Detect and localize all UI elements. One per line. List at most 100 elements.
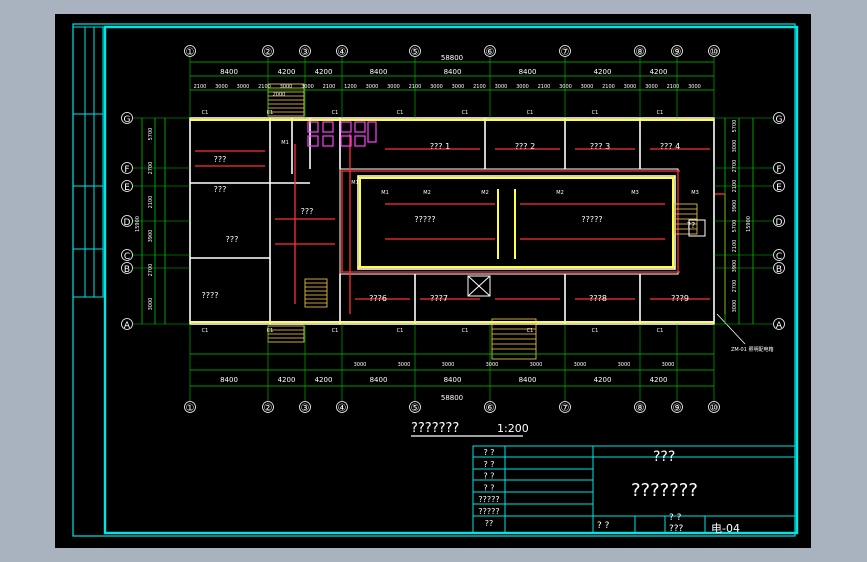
room-label: ??? — [301, 207, 314, 216]
room-label: ???6 — [369, 294, 387, 303]
grid-label-col: ⑧ — [636, 403, 645, 414]
title-block-row-label: ?? — [485, 519, 494, 528]
room-label: ??? 2 — [515, 142, 535, 151]
grid-bubble-col-1 — [184, 45, 196, 57]
dim-stair: 2000 — [273, 92, 286, 98]
dim-bottom-bay: 4200 — [594, 376, 612, 384]
dim-bottom-bay: 8400 — [370, 376, 388, 384]
grid-bubble-col-3 — [299, 401, 311, 413]
room-label: ????? — [581, 215, 602, 224]
dim-window-bottom: 3000 — [662, 362, 675, 368]
leader-line — [716, 313, 746, 345]
distribution-box — [688, 219, 706, 237]
dim-window-top: 3000 — [581, 84, 594, 90]
dim-window-top: 3000 — [559, 84, 572, 90]
grid-bubble-col-9 — [671, 401, 683, 413]
dim-right: 5700 — [732, 120, 738, 133]
grid-label-row: G — [124, 115, 131, 125]
window-tag: C1 — [462, 328, 469, 334]
grid-label-row: D — [776, 218, 783, 228]
grid-label-col: ⑤ — [411, 403, 420, 414]
grid-label-col: ③ — [301, 47, 310, 58]
drawing-scale: 1:200 — [497, 422, 529, 435]
dim-window-bottom: 3000 — [574, 362, 587, 368]
grid-bubble-col-10 — [708, 401, 720, 413]
grid-bubble-row-C — [773, 249, 785, 261]
dim-left: 2700 — [148, 162, 154, 175]
dim-left: 5700 — [148, 128, 154, 141]
grid-label-row: C — [124, 252, 130, 262]
grid-label-row: E — [776, 183, 782, 193]
grid-bubble-row-F — [773, 162, 785, 174]
dim-left: 2700 — [148, 264, 154, 277]
dim-window-top: 3000 — [645, 84, 658, 90]
grid-bubble-row-A — [121, 318, 133, 330]
dim-window-top: 3000 — [495, 84, 508, 90]
door-tag: M2 — [556, 190, 564, 196]
door-tag: M1 — [351, 180, 359, 186]
grid-bubble-row-G — [773, 112, 785, 124]
window-tag: C1 — [397, 110, 404, 116]
window-tag: C1 — [202, 110, 209, 116]
dim-window-top: 1200 — [344, 84, 357, 90]
room-label: ??? 3 — [590, 142, 610, 151]
dim-window-top: 3000 — [301, 84, 314, 90]
title-block-row-label: ? ? — [483, 483, 494, 492]
grid-label-col: ⑤ — [411, 47, 420, 58]
walls — [189, 117, 715, 325]
title-block-row-label: ? ? — [483, 448, 494, 457]
dimension-lines — [141, 61, 754, 387]
dim-top-bay: 8400 — [444, 68, 462, 76]
grid-bubble-col-8 — [634, 45, 646, 57]
dim-window-bottom: 3000 — [486, 362, 499, 368]
dim-right: 2100 — [732, 240, 738, 253]
dim-bottom-bay: 4200 — [278, 376, 296, 384]
fixtures — [190, 119, 714, 323]
grid-bubble-col-1 — [184, 401, 196, 413]
grid-label-row: D — [124, 218, 131, 228]
dim-right: 2700 — [732, 280, 738, 293]
grid-label-col: ① — [186, 403, 195, 414]
grid-bubble-row-D — [773, 215, 785, 227]
dim-top-bay: 8400 — [220, 68, 238, 76]
dim-bottom-bay: 8400 — [220, 376, 238, 384]
dim-bottom-bay: 8400 — [519, 376, 537, 384]
dim-overall-bottom: 58800 — [441, 394, 463, 402]
window-tag: C1 — [657, 110, 664, 116]
grid-bubble-col-6 — [484, 45, 496, 57]
title-block-row-label: ? ? — [483, 460, 494, 469]
dim-overall-top: 58800 — [441, 54, 463, 62]
grid-bubble-col-2 — [262, 45, 274, 57]
grid-bubble-row-F — [121, 162, 133, 174]
dim-left: 2100 — [148, 196, 154, 209]
dim-right: 2100 — [732, 180, 738, 193]
title-block-left-column: ? ?? ?? ?? ????????????? — [478, 448, 499, 528]
dim-top-bay: 8400 — [519, 68, 537, 76]
dim-total-depth-left: 15900 — [135, 216, 141, 232]
grid-bubble-row-E — [121, 180, 133, 192]
grid-label-col: ⑨ — [673, 403, 682, 414]
window-tag: C1 — [202, 328, 209, 334]
grid-label-col: ⑩ — [710, 403, 719, 414]
distribution-box-note: ZM-01 照明配电箱 — [731, 346, 774, 353]
dim-window-top: 2100 — [258, 84, 271, 90]
grid-label-row: E — [124, 183, 130, 193]
title-block-row-label: ? ? — [483, 472, 494, 481]
room-label: ???7 — [430, 294, 448, 303]
dim-window-top: 2100 — [323, 84, 336, 90]
grid-label-col: ⑩ — [710, 47, 719, 58]
dim-window-top: 2100 — [667, 84, 680, 90]
grid-bubble-col-3 — [299, 45, 311, 57]
door-tag: M1 — [281, 140, 289, 146]
dim-bottom-bay: 4200 — [650, 376, 668, 384]
window-tag: C1 — [592, 328, 599, 334]
dim-window-top: 3000 — [215, 84, 228, 90]
grid-bubble-row-E — [773, 180, 785, 192]
window-tag: C1 — [462, 110, 469, 116]
grid-label-row: B — [776, 265, 782, 275]
grid-bubble-col-4 — [336, 45, 348, 57]
inner-frame — [103, 25, 799, 535]
title-block-row-label: ????? — [478, 507, 499, 516]
grid-label-row: B — [124, 265, 130, 275]
